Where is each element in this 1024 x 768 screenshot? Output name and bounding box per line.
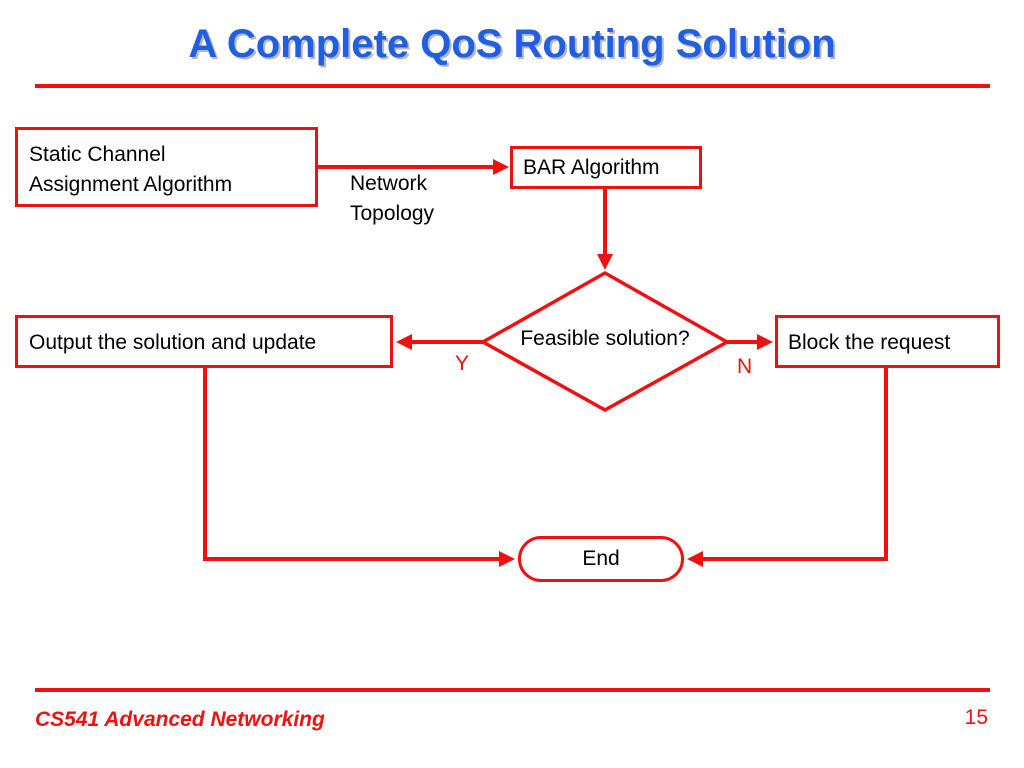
end-label: End <box>582 547 620 570</box>
static-channel-line2: Assignment Algorithm <box>29 173 233 196</box>
slide-title: A Complete QoS Routing Solution <box>188 22 836 66</box>
output-solution-box: Output the solution and update <box>15 315 393 368</box>
decision-label: Feasible solution? <box>520 327 690 350</box>
end-terminal: End <box>518 536 684 582</box>
title-divider <box>35 84 990 88</box>
network-topology-label: Network Topology <box>350 169 434 229</box>
edge-output-to-end <box>203 368 515 567</box>
network-topology-line1: Network <box>350 172 428 195</box>
decision-diamond <box>479 270 731 413</box>
footer-course-name: CS541 Advanced Networking <box>35 708 325 731</box>
block-request-label: Block the request <box>788 331 951 354</box>
bar-algorithm-label: BAR Algorithm <box>523 156 660 179</box>
footer-divider <box>35 688 990 692</box>
static-channel-line1: Static Channel <box>29 143 166 166</box>
bar-algorithm-box: BAR Algorithm <box>510 146 702 189</box>
network-topology-line2: Topology <box>350 202 435 225</box>
yes-branch-label: Y <box>455 352 470 375</box>
page-number: 15 <box>964 706 988 729</box>
static-channel-assignment-box: Static Channel Assignment Algorithm <box>15 127 318 207</box>
block-request-box: Block the request <box>775 315 1000 368</box>
output-solution-label: Output the solution and update <box>29 331 317 354</box>
no-branch-label: N <box>737 355 753 378</box>
edge-block-to-end <box>687 368 888 567</box>
